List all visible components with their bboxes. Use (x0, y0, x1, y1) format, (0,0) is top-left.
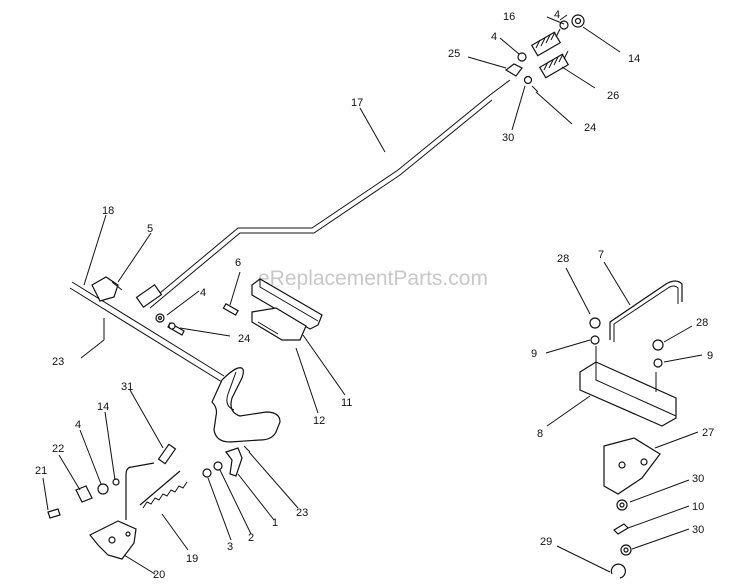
callout-29: 29 (540, 536, 552, 548)
callout-27: 27 (702, 427, 714, 439)
callout-16: 17 (351, 97, 363, 109)
control-rod (135, 79, 511, 309)
callout-4-top: 4 (554, 9, 560, 21)
callout-19: 20 (153, 569, 165, 581)
watermark: eReplacementParts.com (258, 267, 488, 290)
callout-20: 21 (35, 465, 47, 477)
callout-10: 10 (692, 501, 704, 513)
callout-11: 11 (341, 397, 352, 409)
callout-30-low: 30 (692, 524, 704, 536)
callout-21: 22 (52, 443, 64, 455)
right-assembly (579, 280, 683, 579)
callout-9-left: 9 (531, 348, 537, 360)
callout-4-pedal: 4 (200, 287, 206, 299)
callout-14-left: 14 (97, 401, 109, 413)
callout-4-mid: 4 (491, 31, 497, 43)
callout-28-right: 28 (696, 317, 708, 329)
pedal-arm (211, 367, 281, 443)
callout-26: 26 (607, 90, 619, 102)
callout-30-mid: 30 (692, 473, 704, 485)
callout-18: 19 (186, 553, 198, 565)
callout-22: 23 (52, 356, 64, 368)
callout-17: 18 (102, 205, 114, 217)
callout-12: 12 (313, 415, 325, 427)
small-hardware (155, 302, 239, 336)
callout-30-top: 30 (502, 132, 514, 144)
callout-4-left: 4 (75, 419, 81, 431)
callout-6: 6 (235, 257, 241, 269)
callout-5: 5 (147, 223, 153, 235)
top-spring-assembly (504, 14, 585, 93)
pedal-pad (251, 278, 323, 341)
callout-8: 8 (537, 428, 543, 440)
callout-9-right: 9 (707, 350, 713, 362)
leader-lines (42, 14, 703, 575)
cross-shaft (69, 276, 225, 383)
callout-7: 7 (598, 249, 604, 261)
callout-2: 2 (248, 532, 254, 544)
callout-31: 31 (121, 381, 133, 393)
callout-15: 16 (503, 11, 515, 23)
callout-25: 25 (448, 48, 460, 60)
callout-14-top: 14 (628, 53, 640, 65)
callout-3: 3 (227, 541, 233, 553)
callout-23: 23 (296, 507, 308, 519)
callout-labels: 16 4 14 4 25 26 24 30 17 18 5 6 4 24 23 … (35, 9, 714, 581)
callout-1: 1 (272, 517, 278, 529)
callout-24-top: 24 (584, 122, 596, 134)
callout-28-left: 28 (557, 253, 569, 265)
lower-linkage (47, 443, 251, 560)
callout-24-pedal: 24 (238, 333, 250, 345)
